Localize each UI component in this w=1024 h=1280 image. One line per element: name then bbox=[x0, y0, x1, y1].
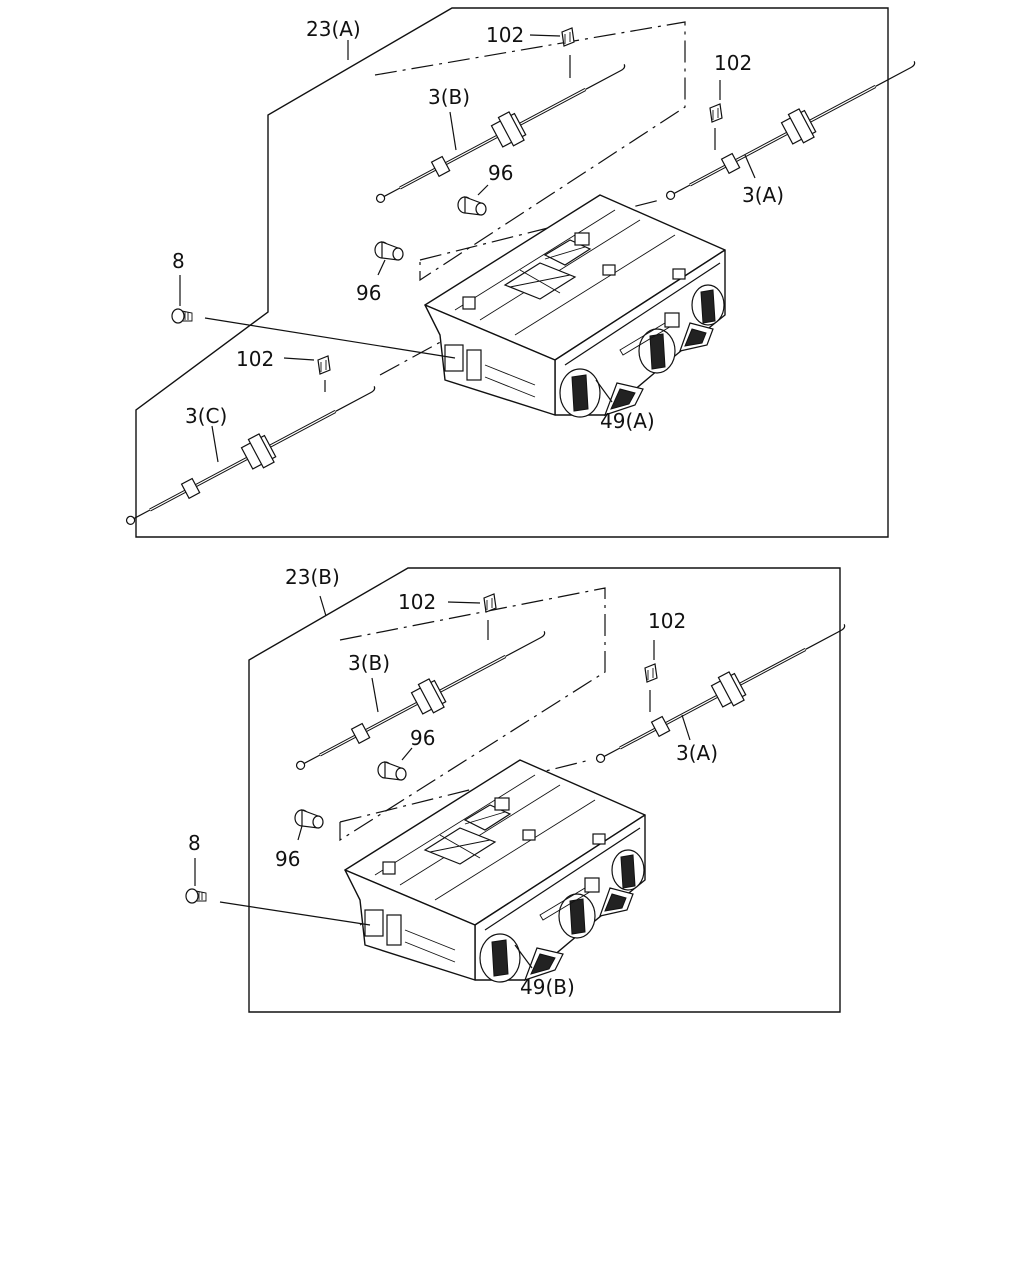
screw-a bbox=[171, 308, 193, 324]
clip-right-a bbox=[709, 103, 723, 123]
label-3a-b: 3(A) bbox=[676, 741, 718, 765]
cable-3b-b bbox=[287, 619, 556, 783]
cap-upper-b bbox=[377, 761, 407, 781]
assembly-a: 23(A) 102 102 3(B) 96 3(A) 8 96 102 3(C)… bbox=[117, 7, 926, 538]
label-96-lower-b: 96 bbox=[275, 847, 300, 871]
label-49a: 49(A) bbox=[600, 409, 655, 433]
assembly-b-inner-box bbox=[339, 587, 606, 842]
label-96-upper-a: 96 bbox=[488, 161, 513, 185]
label-8-a: 8 bbox=[172, 249, 185, 273]
label-102-top-b: 102 bbox=[398, 590, 436, 614]
screw-b bbox=[185, 888, 207, 904]
label-49b: 49(B) bbox=[520, 975, 575, 999]
label-96-lower-a: 96 bbox=[356, 281, 381, 305]
clip-left-a bbox=[317, 355, 331, 375]
assembly-b: 23(B) 102 102 3(B) 96 3(A) 8 96 49(B) bbox=[185, 565, 856, 1013]
cable-3c-a bbox=[117, 374, 386, 538]
label-3a-a: 3(A) bbox=[742, 183, 784, 207]
assembly-b-title: 23(B) bbox=[285, 565, 340, 589]
cable-3a-a bbox=[657, 49, 926, 213]
label-102-top-a: 102 bbox=[486, 23, 524, 47]
cable-3b-a bbox=[367, 52, 636, 216]
control-unit-b bbox=[344, 759, 646, 983]
clip-top-b bbox=[483, 593, 497, 613]
assembly-a-frame bbox=[135, 7, 889, 538]
assembly-a-title: 23(A) bbox=[306, 17, 361, 41]
label-3b-b: 3(B) bbox=[348, 651, 390, 675]
label-8-b: 8 bbox=[188, 831, 201, 855]
label-102-right-b: 102 bbox=[648, 609, 686, 633]
label-102-left-a: 102 bbox=[236, 347, 274, 371]
clip-top-a bbox=[561, 27, 575, 47]
assembly-a-inner-box bbox=[374, 21, 686, 282]
cap-upper-a bbox=[457, 196, 487, 216]
cap-lower-b bbox=[294, 809, 324, 829]
clip-right-b bbox=[644, 663, 658, 683]
label-3c-a: 3(C) bbox=[185, 404, 227, 428]
label-102-right-a: 102 bbox=[714, 51, 752, 75]
label-3b-a: 3(B) bbox=[428, 85, 470, 109]
assembly-b-frame bbox=[248, 567, 841, 1013]
label-96-upper-b: 96 bbox=[410, 726, 435, 750]
cap-lower-a bbox=[374, 241, 404, 261]
control-unit-a bbox=[424, 194, 726, 418]
cable-3a-b bbox=[587, 612, 856, 776]
